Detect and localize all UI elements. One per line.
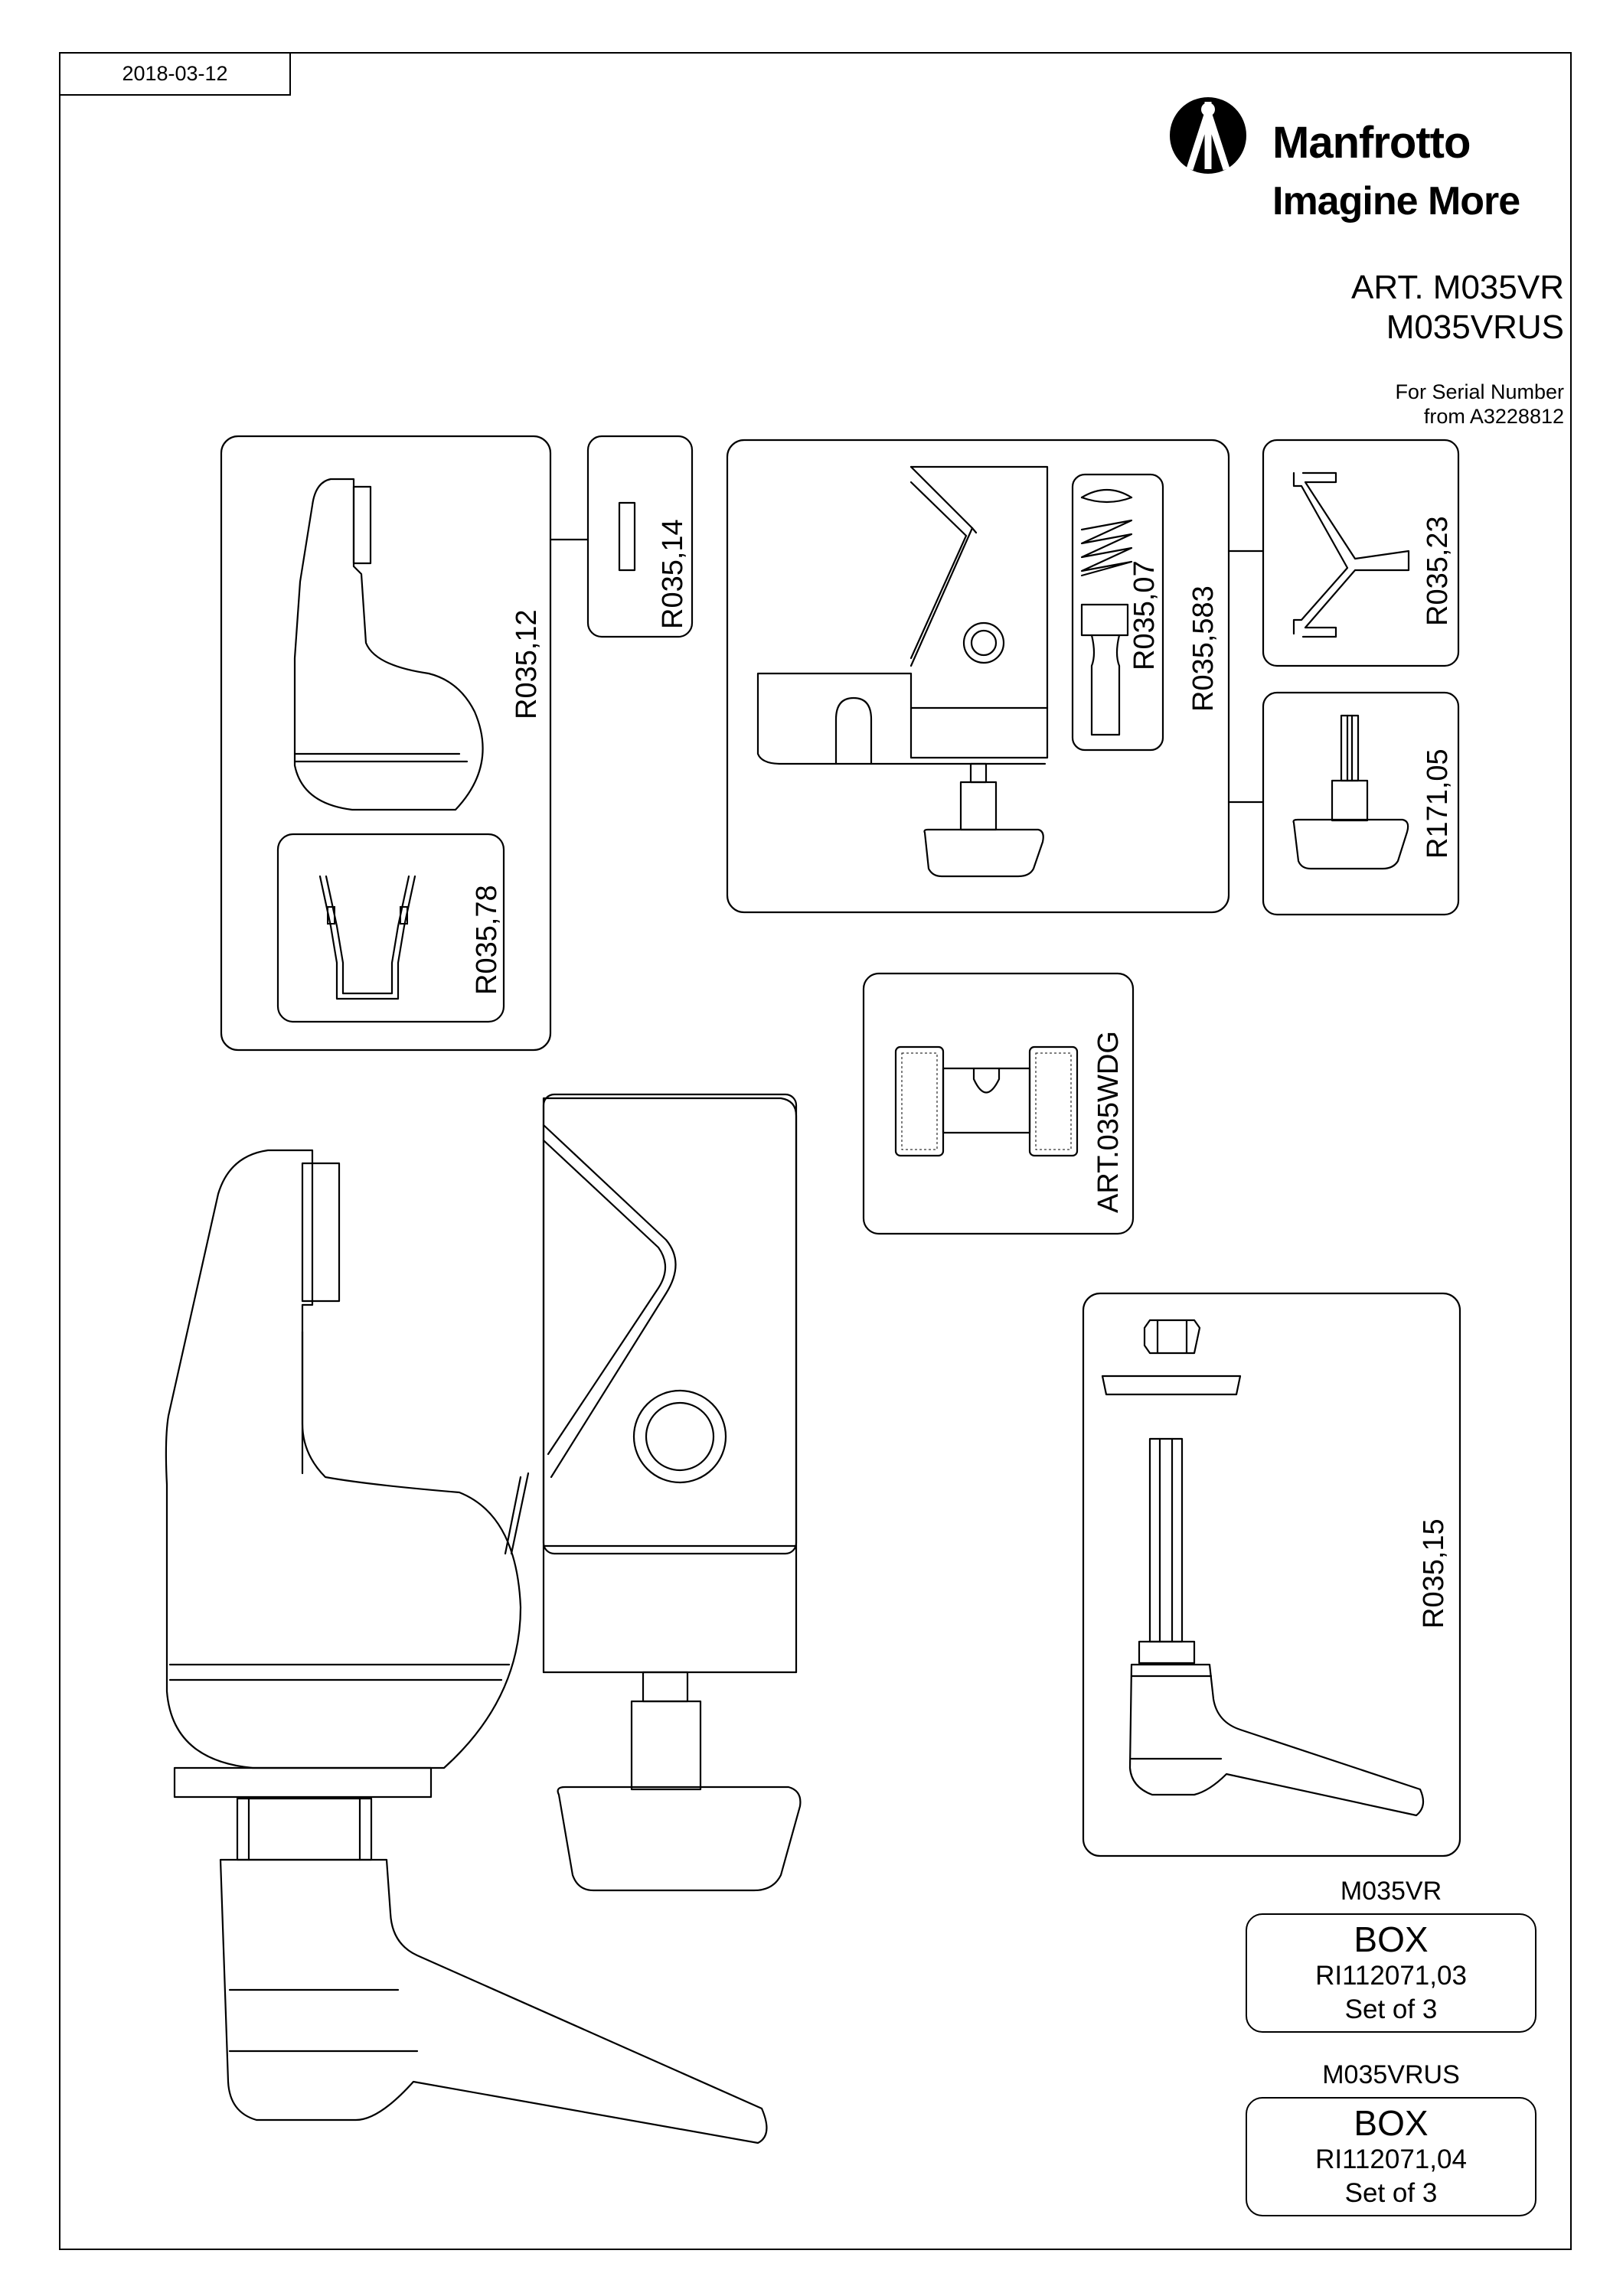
package-title-m035vrus: M035VRUS	[1322, 2060, 1460, 2089]
part-label-r035-12: R035,12	[511, 609, 543, 719]
part-box-r035-15	[1082, 1292, 1461, 1857]
package-quantity: Set of 3	[1344, 2178, 1438, 2208]
package-code: RI112071,03	[1315, 1961, 1467, 1991]
v-spring-r035-23-drawing	[1292, 471, 1410, 638]
clamp-jaw-r035-583-drawing	[756, 465, 1049, 878]
manfrotto-logo-icon	[1170, 97, 1246, 174]
part-label-r035-78: R035,78	[471, 885, 503, 995]
part-label-r035-23: R035,23	[1422, 516, 1454, 626]
part-box-r035-78	[276, 833, 505, 1023]
pad-r035-14-drawing	[618, 501, 636, 572]
brand-tagline: Imagine More	[1272, 179, 1520, 223]
serial-line-1: For Serial Number	[1395, 380, 1564, 403]
part-box-art-035wdg	[862, 972, 1135, 1235]
assembled-clamp-drawing	[165, 1093, 802, 2144]
knob-r171-05-drawing	[1292, 714, 1409, 870]
part-box-r035-14	[586, 435, 694, 638]
spring-clip-r035-78-drawing	[318, 875, 416, 1000]
part-box-r035-583	[726, 439, 1230, 914]
jaw-body-r035-12-drawing	[293, 478, 484, 811]
part-label-r035-15: R035,15	[1418, 1518, 1450, 1629]
part-box-r035-07	[1071, 473, 1164, 752]
wedge-art-035wdg-drawing	[894, 1045, 1079, 1157]
page-frame	[59, 52, 1572, 2250]
package-box-m035vr: BOX RI112071,03 Set of 3	[1246, 1913, 1536, 2033]
part-box-r035-23	[1262, 439, 1460, 667]
package-quantity: Set of 3	[1344, 1994, 1438, 2024]
part-label-r035-583: R035,583	[1187, 585, 1220, 712]
part-label-r035-14: R035,14	[657, 519, 689, 629]
package-code: RI112071,04	[1315, 2144, 1467, 2174]
part-label-r171-05: R171,05	[1422, 748, 1454, 859]
serial-info: For Serial Number from A3228812	[1395, 380, 1564, 429]
part-label-r035-07: R035,07	[1128, 560, 1161, 670]
serial-line-2: from A3228812	[1423, 405, 1564, 428]
part-box-r171-05	[1262, 691, 1460, 916]
package-box-m035vrus: BOX RI112071,04 Set of 3	[1246, 2097, 1536, 2216]
article-line-2: M035VRUS	[1386, 308, 1564, 346]
package-label: BOX	[1354, 1919, 1429, 1959]
spring-pin-r035-07-drawing	[1080, 489, 1133, 736]
article-numbers: ART. M035VR M035VRUS	[1351, 268, 1564, 347]
part-box-r035-12	[220, 435, 552, 1052]
package-title-m035vr: M035VR	[1340, 1877, 1442, 1906]
lever-handle-r035-15-drawing	[1101, 1319, 1425, 1817]
package-label: BOX	[1354, 2103, 1429, 2143]
brand-name: Manfrotto	[1272, 118, 1471, 168]
date-stamp: 2018-03-12	[59, 52, 291, 96]
part-label-art-035wdg: ART.035WDG	[1092, 1031, 1125, 1213]
article-line-1: ART. M035VR	[1351, 269, 1564, 306]
